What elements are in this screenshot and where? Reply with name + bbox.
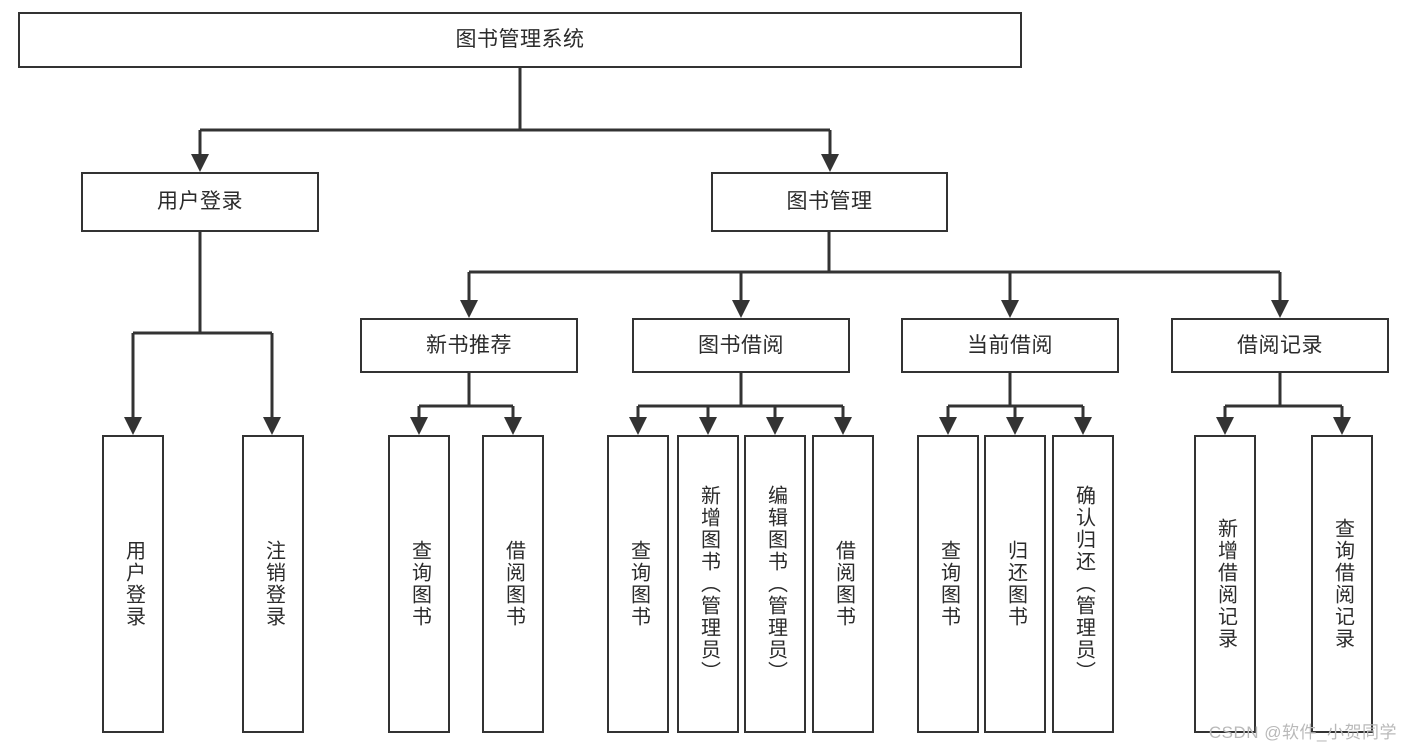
node-borrow-record-label: 借阅记录 bbox=[1237, 333, 1323, 357]
node-book-borrow[interactable]: 图书借阅 bbox=[632, 318, 850, 373]
node-leaf-add-book-label: 新增图书（管理员） bbox=[697, 485, 720, 683]
node-leaf-query-book-2[interactable]: 查询图书 bbox=[607, 435, 669, 733]
node-leaf-query-book-1[interactable]: 查询图书 bbox=[388, 435, 450, 733]
node-leaf-user-login[interactable]: 用户登录 bbox=[102, 435, 164, 733]
node-leaf-edit-book[interactable]: 编辑图书（管理员） bbox=[744, 435, 806, 733]
node-borrow-record[interactable]: 借阅记录 bbox=[1171, 318, 1389, 373]
node-leaf-query-record-label: 查询借阅记录 bbox=[1331, 518, 1354, 650]
node-user-login[interactable]: 用户登录 bbox=[81, 172, 319, 232]
node-leaf-logout-label: 注销登录 bbox=[262, 540, 285, 628]
node-leaf-query-book-1-label: 查询图书 bbox=[408, 540, 431, 628]
node-current-borrow-label: 当前借阅 bbox=[967, 333, 1053, 357]
node-leaf-borrow-book-2[interactable]: 借阅图书 bbox=[812, 435, 874, 733]
node-new-book-rec-label: 新书推荐 bbox=[426, 333, 512, 357]
node-book-manage[interactable]: 图书管理 bbox=[711, 172, 948, 232]
node-leaf-borrow-book-1-label: 借阅图书 bbox=[502, 540, 525, 628]
node-leaf-add-record-label: 新增借阅记录 bbox=[1214, 518, 1237, 650]
node-leaf-borrow-book-1[interactable]: 借阅图书 bbox=[482, 435, 544, 733]
node-leaf-add-book[interactable]: 新增图书（管理员） bbox=[677, 435, 739, 733]
node-leaf-borrow-book-2-label: 借阅图书 bbox=[832, 540, 855, 628]
csdn-watermark: CSDN @软件_小贺同学 bbox=[1208, 723, 1397, 742]
node-leaf-user-login-label: 用户登录 bbox=[122, 540, 145, 628]
node-leaf-query-book-3[interactable]: 查询图书 bbox=[917, 435, 979, 733]
node-book-borrow-label: 图书借阅 bbox=[698, 333, 784, 357]
node-root[interactable]: 图书管理系统 bbox=[18, 12, 1022, 68]
node-leaf-query-book-2-label: 查询图书 bbox=[627, 540, 650, 628]
node-new-book-rec[interactable]: 新书推荐 bbox=[360, 318, 578, 373]
node-leaf-query-record[interactable]: 查询借阅记录 bbox=[1311, 435, 1373, 733]
node-leaf-confirm-return-label: 确认归还（管理员） bbox=[1072, 485, 1095, 683]
node-leaf-confirm-return[interactable]: 确认归还（管理员） bbox=[1052, 435, 1114, 733]
node-leaf-logout[interactable]: 注销登录 bbox=[242, 435, 304, 733]
node-leaf-return-book-label: 归还图书 bbox=[1004, 540, 1027, 628]
node-leaf-add-record[interactable]: 新增借阅记录 bbox=[1194, 435, 1256, 733]
node-user-login-label: 用户登录 bbox=[157, 190, 243, 214]
node-leaf-edit-book-label: 编辑图书（管理员） bbox=[764, 485, 787, 683]
node-current-borrow[interactable]: 当前借阅 bbox=[901, 318, 1119, 373]
node-book-manage-label: 图书管理 bbox=[786, 190, 873, 214]
node-leaf-return-book[interactable]: 归还图书 bbox=[984, 435, 1046, 733]
node-root-label: 图书管理系统 bbox=[455, 28, 585, 52]
node-leaf-query-book-3-label: 查询图书 bbox=[937, 540, 960, 628]
